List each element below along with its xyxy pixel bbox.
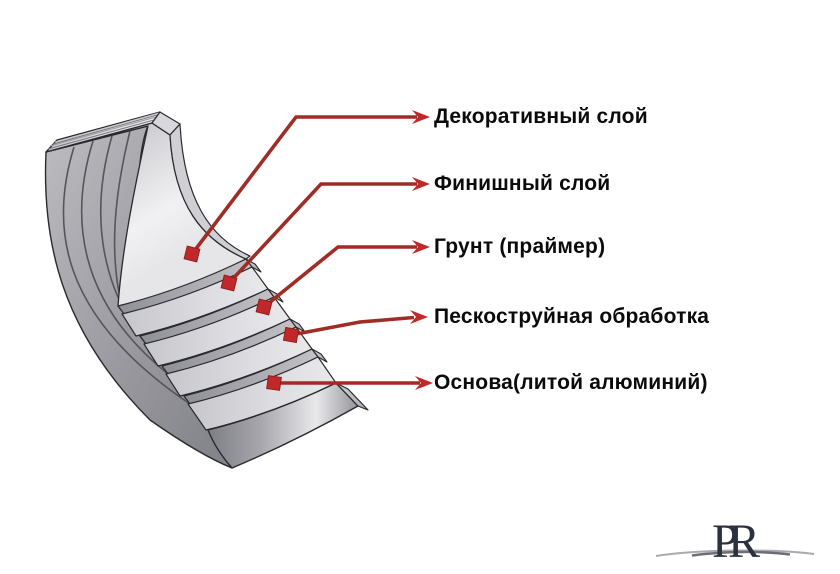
callout-markers: [183, 245, 300, 391]
logo-letter-p: P: [712, 515, 739, 568]
marker-base: [266, 375, 282, 391]
layer-label-base: Основа(литой алюминий): [434, 371, 708, 394]
callout-arrowheads: [410, 110, 433, 390]
step-face-base: [207, 382, 359, 469]
marker-sandblast: [282, 326, 300, 344]
callout-line-sandblast: [290, 315, 415, 337]
pan-rim-top: [45, 111, 181, 153]
marker-primer: [255, 298, 273, 316]
layer-label-primer: Грунт (праймер): [434, 235, 606, 258]
arrowhead-sandblast: [410, 310, 428, 324]
layer-label-decorative: Декоративный слой: [434, 105, 648, 128]
step-cap-sandblast: [311, 348, 328, 363]
marker-finish: [220, 274, 238, 292]
arrowhead-primer: [412, 240, 430, 254]
callout-arrows: [190, 115, 420, 385]
logo-swoosh-dark: [691, 550, 791, 557]
arrowhead-base: [415, 376, 433, 390]
brand-logo: P R: [655, 515, 815, 568]
step-cap-base: [335, 382, 369, 411]
layer-label-finish: Финишный слой: [434, 172, 611, 195]
callout-line-decorative: [190, 115, 417, 256]
callout-line-primer: [262, 245, 417, 309]
logo-letter-r: R: [728, 515, 760, 568]
pan-cross-section: [44, 111, 369, 469]
marker-decorative: [183, 245, 201, 263]
arrowhead-decorative: [412, 110, 430, 124]
layer-label-sandblast: Пескоструйная обработка: [434, 305, 710, 328]
layer-steps: [117, 258, 369, 469]
callout-line-finish: [227, 182, 417, 285]
logo-swoosh: [655, 549, 815, 557]
arrowhead-finish: [412, 177, 430, 191]
